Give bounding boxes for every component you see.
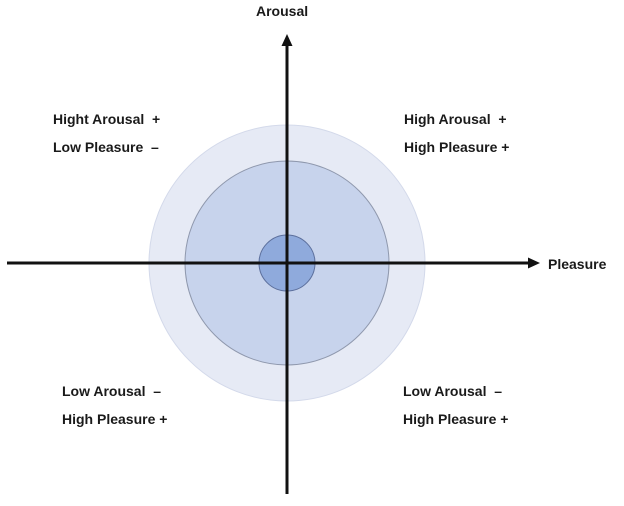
pleasure-axis-label: Pleasure	[548, 256, 607, 272]
top-left-quadrant-line1: Hight Arousal +	[53, 111, 161, 127]
top-right-quadrant-line2: High Pleasure +	[404, 139, 510, 155]
bottom-right-quadrant-line1: Low Arousal –	[403, 383, 503, 399]
arousal-axis-label: Arousal	[256, 3, 309, 19]
bottom-left-quadrant-line1: Low Arousal –	[62, 383, 162, 399]
horizontal-axis-arrow	[528, 257, 540, 269]
vertical-axis-arrow	[281, 34, 293, 46]
top-right-quadrant-line1: High Arousal +	[404, 111, 507, 127]
bottom-left-quadrant-line2: High Pleasure +	[62, 411, 168, 427]
top-left-quadrant-line2: Low Pleasure –	[53, 139, 159, 155]
bottom-right-quadrant-line2: High Pleasure +	[403, 411, 509, 427]
